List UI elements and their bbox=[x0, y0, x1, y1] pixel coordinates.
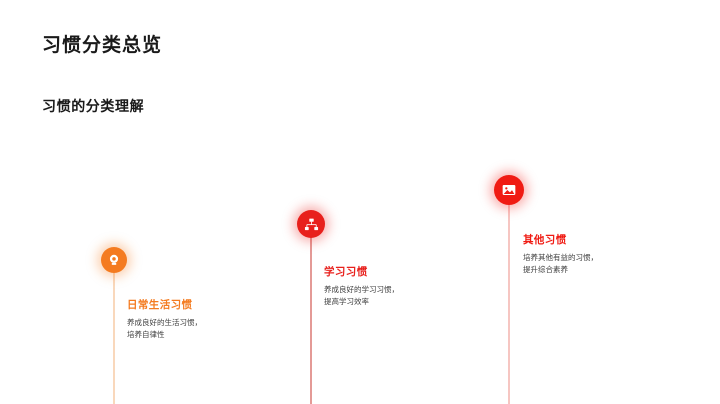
timeline-connector-line bbox=[508, 190, 510, 404]
timeline-connector-line bbox=[310, 224, 312, 404]
timeline-description-line-2: 提升综合素养 bbox=[523, 265, 568, 275]
webcam-icon bbox=[109, 254, 119, 265]
timeline-text-block: 日常生活习惯 养成良好的生活习惯， 培养自律性 bbox=[127, 297, 202, 341]
timeline-text-block: 学习习惯 养成良好的学习习惯， 提高学习效率 bbox=[324, 264, 399, 308]
timeline-description-line-1: 培养其他有益的习惯， bbox=[523, 253, 598, 262]
timeline-connector-line bbox=[113, 260, 115, 404]
timeline-description-line-1: 养成良好的学习习惯， bbox=[324, 285, 399, 294]
timeline-heading: 日常生活习惯 bbox=[127, 299, 193, 311]
timeline-marker[interactable] bbox=[297, 210, 325, 238]
timeline-description-line-1: 养成良好的生活习惯， bbox=[127, 318, 202, 327]
timeline-heading: 学习习惯 bbox=[324, 266, 368, 278]
timeline-description-line-2: 提高学习效率 bbox=[324, 297, 369, 307]
timeline-marker[interactable] bbox=[494, 175, 524, 205]
sitemap-icon bbox=[304, 218, 318, 230]
timeline-marker[interactable] bbox=[101, 247, 127, 273]
timeline-text-block: 其他习惯 培养其他有益的习惯， 提升综合素养 bbox=[523, 232, 598, 276]
timeline-description-line-2: 培养自律性 bbox=[127, 330, 165, 340]
image-icon bbox=[502, 185, 516, 195]
timeline-heading: 其他习惯 bbox=[523, 234, 567, 246]
page-subtitle: 习惯的分类理解 bbox=[42, 98, 145, 114]
page-title: 习惯分类总览 bbox=[42, 35, 163, 56]
